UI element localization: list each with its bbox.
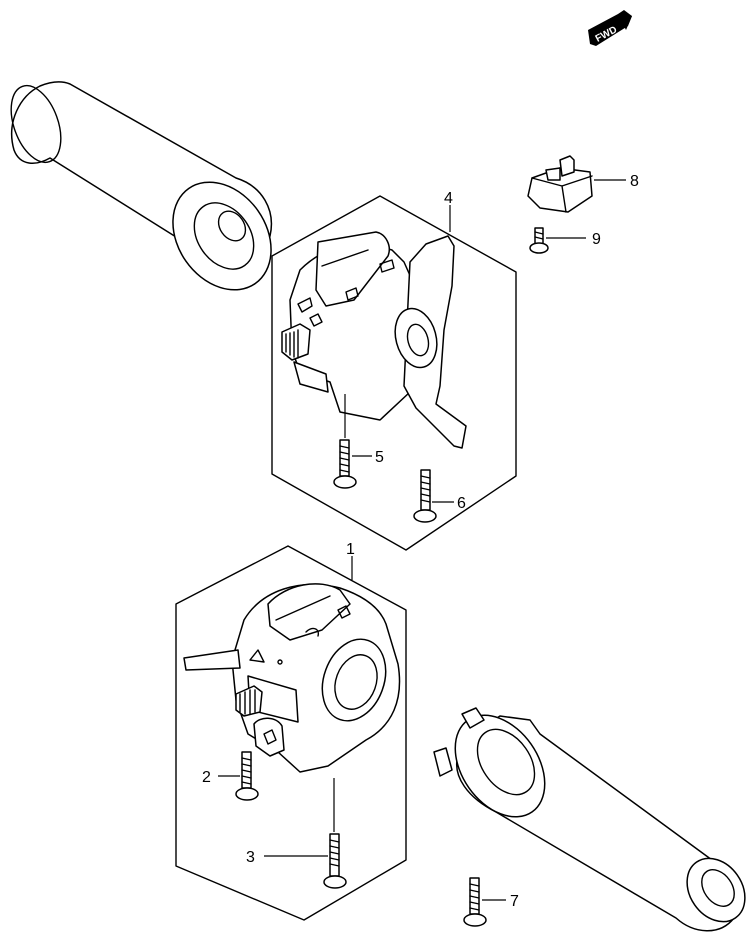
right-grip <box>433 707 746 932</box>
screw-7 <box>463 877 506 927</box>
callout-8: 8 <box>630 173 639 190</box>
screw-3 <box>264 778 347 889</box>
callout-3: 3 <box>246 849 255 866</box>
fwd-badge: FWD <box>588 10 632 46</box>
callout-6: 6 <box>457 495 466 512</box>
left-grip <box>10 81 273 291</box>
screw-6 <box>413 469 454 523</box>
right-switch-assembly <box>183 583 401 773</box>
callout-2: 2 <box>202 769 211 786</box>
screw-5 <box>333 394 372 489</box>
callout-5: 5 <box>375 449 384 466</box>
callout-9: 9 <box>592 231 601 248</box>
assembly-1-outline <box>175 545 407 921</box>
left-switch-assembly <box>281 231 467 449</box>
switch-8 <box>527 155 626 213</box>
assembly-4-outline <box>271 195 517 551</box>
screw-9 <box>529 227 586 254</box>
callout-1: 1 <box>346 541 355 558</box>
screw-2 <box>218 751 259 801</box>
callout-4: 4 <box>444 190 453 207</box>
callout-7: 7 <box>510 893 519 910</box>
